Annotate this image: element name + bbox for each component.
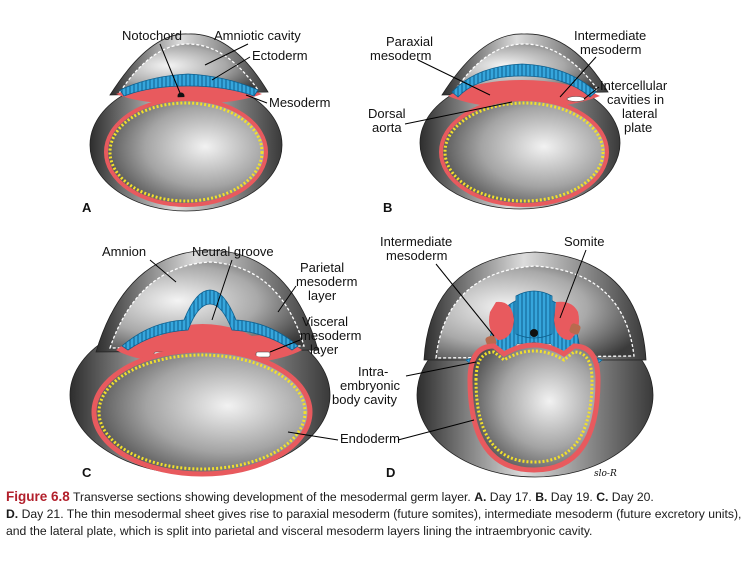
label-intercellular-4: plate [624, 120, 652, 135]
figure-illustration: Notochord Amniotic cavity Ectoderm Mesod… [69, 28, 668, 480]
label-parietal-3: layer [308, 288, 337, 303]
leader-parietal [277, 285, 297, 313]
leader-neural-groove [211, 259, 233, 321]
panel-letter-a: A [82, 200, 92, 215]
panel-c: Amnion Neural groove Parietal mesoderm l… [69, 244, 400, 480]
label-intermediate-2: mesoderm [580, 42, 641, 57]
leader-endoderm-c [287, 431, 339, 441]
panel-d-embryo-drawing [416, 251, 654, 478]
panel-b-embryo-drawing [419, 33, 621, 210]
leader-visceral [269, 339, 301, 353]
leader-paraxial [417, 59, 491, 96]
panel-d: Intermediate mesoderm Somite D slo-R [380, 234, 654, 480]
caption-c-tag: C. [596, 490, 609, 504]
leader-intra-embryonic [405, 361, 477, 377]
leader-intercellular [583, 86, 600, 100]
panel-letter-b: B [383, 200, 392, 215]
leader-d-intermediate [435, 263, 495, 337]
leader-intermediate [559, 56, 597, 98]
label-parietal-1: Parietal [300, 260, 344, 275]
caption-title: Figure 6.8 [6, 489, 70, 504]
caption-d-tag: D. [6, 507, 19, 521]
label-intra-2: embryonic [340, 378, 400, 393]
leader-amniotic-cavity [204, 43, 249, 66]
leader-somite [559, 249, 587, 319]
label-ectoderm: Ectoderm [252, 48, 308, 63]
label-intercellular-1: Intercellular [600, 78, 668, 93]
label-amniotic-cavity: Amniotic cavity [214, 28, 301, 43]
label-amnion: Amnion [102, 244, 146, 259]
panel-letter-c: C [82, 465, 92, 480]
leader-ectoderm [211, 56, 251, 81]
label-intra-1: Intra- [358, 364, 388, 379]
figure-caption: Figure 6.8 Transverse sections showing d… [6, 488, 748, 540]
label-neural-groove: Neural groove [192, 244, 274, 259]
panel-b: Paraxial mesoderm Intermediate mesoderm … [368, 28, 668, 215]
panel-a-embryo-drawing [89, 33, 283, 212]
label-intermediate-1: Intermediate [574, 28, 646, 43]
leader-notochord [159, 43, 181, 94]
leader-amnion [149, 259, 177, 283]
label-visceral-2: mesoderm [300, 328, 361, 343]
label-dorsal-aorta-1: Dorsal [368, 106, 406, 121]
caption-b-text: Day 19. [550, 490, 593, 504]
label-intercellular-2: cavities in [607, 92, 664, 107]
caption-c-text: Day 20. [611, 490, 654, 504]
caption-intro: Transverse sections showing development … [72, 490, 471, 504]
label-d-intermediate-1: Intermediate [380, 234, 452, 249]
label-notochord: Notochord [122, 28, 182, 43]
label-visceral-3: layer [310, 342, 339, 357]
label-mesoderm: Mesoderm [269, 95, 330, 110]
caption-a-tag: A. [474, 490, 487, 504]
label-paraxial-1: Paraxial [386, 34, 433, 49]
panel-a: Notochord Amniotic cavity Ectoderm Mesod… [82, 28, 330, 215]
caption-d-text: Day 21. The thin mesodermal sheet gives … [6, 507, 742, 538]
label-paraxial-2: mesoderm [370, 48, 431, 63]
label-somite: Somite [564, 234, 604, 249]
panel-c-embryo-drawing [69, 249, 331, 477]
leader-mesoderm [245, 94, 268, 104]
caption-b-tag: B. [535, 490, 548, 504]
label-d-intermediate-2: mesoderm [386, 248, 447, 263]
leader-endoderm-d [397, 419, 475, 441]
label-intercellular-3: lateral [622, 106, 658, 121]
artist-signature: slo-R [594, 469, 617, 479]
caption-a-text: Day 17. [489, 490, 532, 504]
panel-letter-d: D [386, 465, 395, 480]
label-parietal-2: mesoderm [296, 274, 357, 289]
label-endoderm: Endoderm [340, 431, 400, 446]
leader-dorsal-aorta [404, 101, 513, 125]
label-dorsal-aorta-2: aorta [372, 120, 402, 135]
label-visceral-1: Visceral [302, 314, 348, 329]
label-intra-3: body cavity [332, 392, 398, 407]
